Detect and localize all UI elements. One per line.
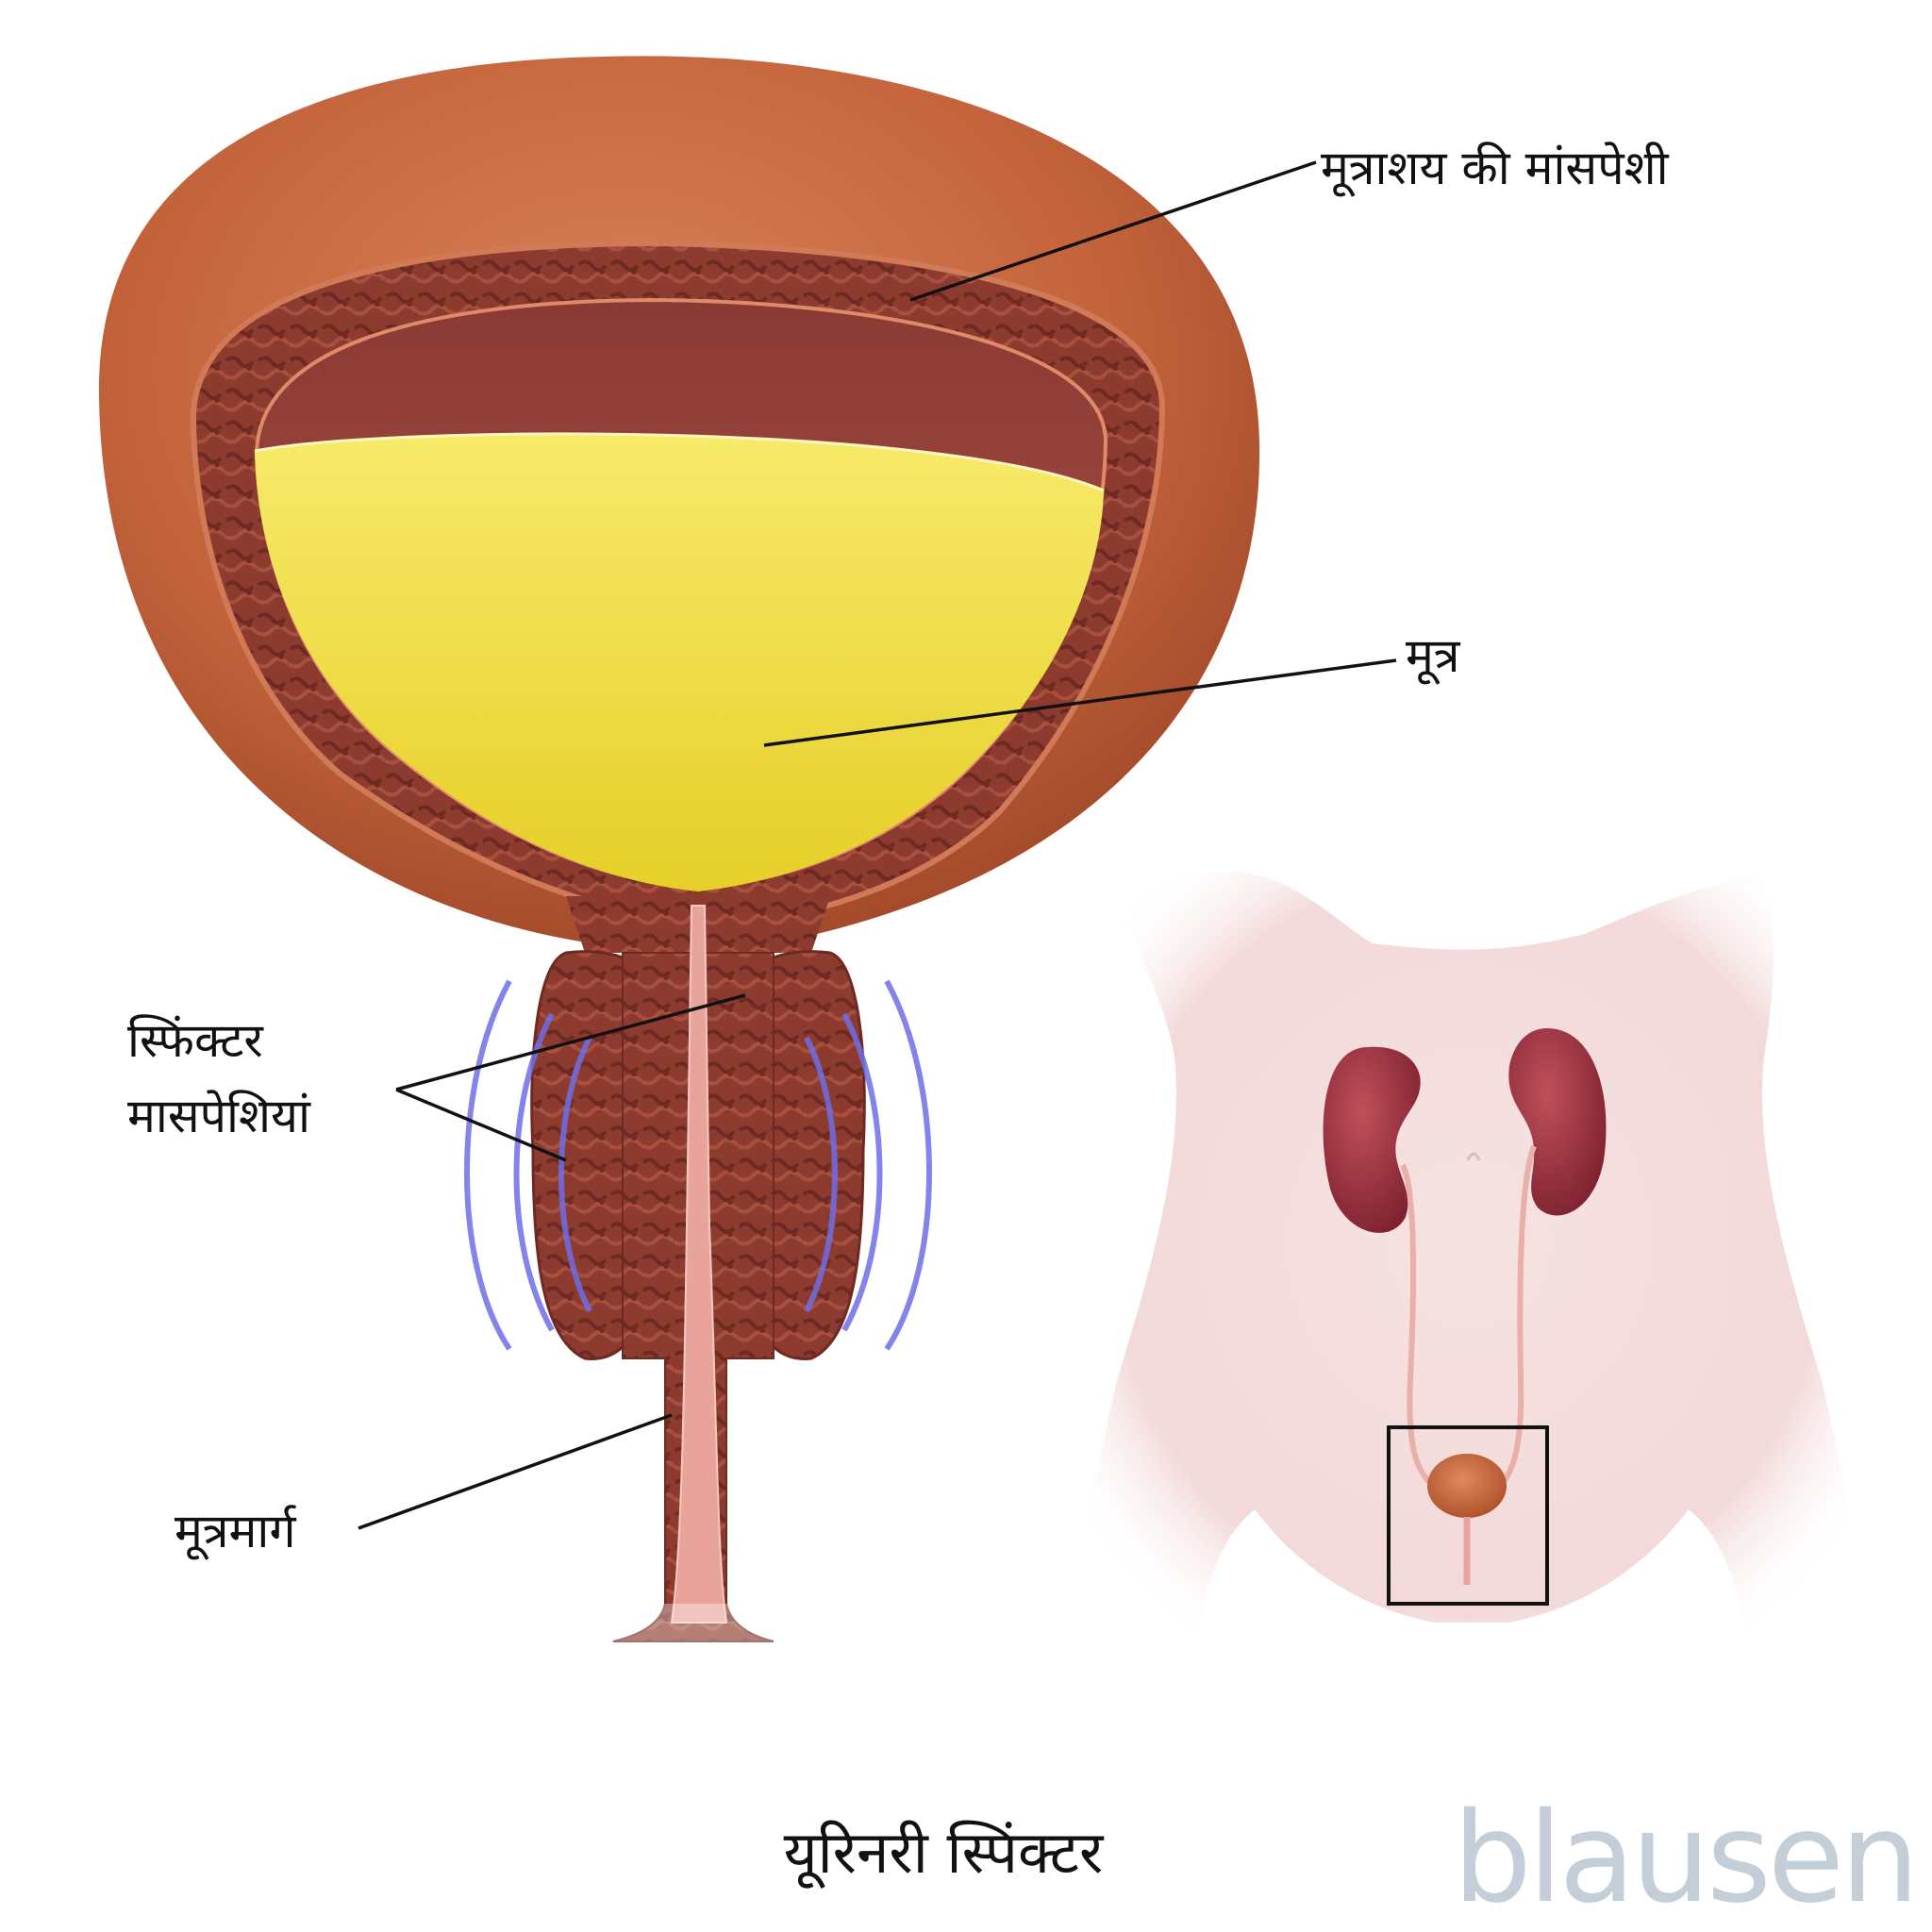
label-urine: मूत्र [1406,628,1461,685]
ureter-right [1497,1144,1537,1489]
wave-right-1 [884,979,932,1351]
leader-lines [358,160,1397,1530]
blausen-logo: blausen [1453,1786,1916,1931]
leader-sphincter-lower [395,1088,567,1162]
urethra-lumen [670,905,728,1624]
inset-highlight-box [1387,1425,1549,1606]
kidney-right [1508,1028,1607,1216]
leader-urine [763,658,1397,747]
torso-outline [1075,871,1863,1698]
mini-bladder [1427,1454,1507,1518]
label-urethra: मूत्रमार्ग [175,1504,296,1560]
leader-urethra [358,1413,673,1530]
wave-left-3 [558,1036,592,1313]
label-bladder-muscle: मूत्राशय की मांसपेशी [1321,141,1670,197]
sphincter-muscle-right [743,950,866,1360]
navel [1466,1152,1481,1161]
bladder-illustration [98,56,1260,1660]
kidney-left [1323,1046,1421,1233]
diagram-caption: यूरिनरी स्पिंक्टर [784,1818,1105,1889]
urethra-exit-fade [594,1604,802,1660]
label-sphincter-line2: मासपेशियां [127,1089,311,1143]
ureter-left [1400,1163,1436,1489]
urine-fill [255,433,1104,891]
leader-bladder-muscle [909,160,1317,302]
wave-right-3 [804,1036,838,1313]
wave-left-1 [464,979,512,1351]
leader-sphincter-upper [395,993,746,1091]
body-silhouette [1075,871,1863,1698]
label-sphincter-line1: स्फिंक्टर [127,1013,264,1068]
wave-right-2 [841,1012,883,1332]
urine-surface [254,432,1105,492]
